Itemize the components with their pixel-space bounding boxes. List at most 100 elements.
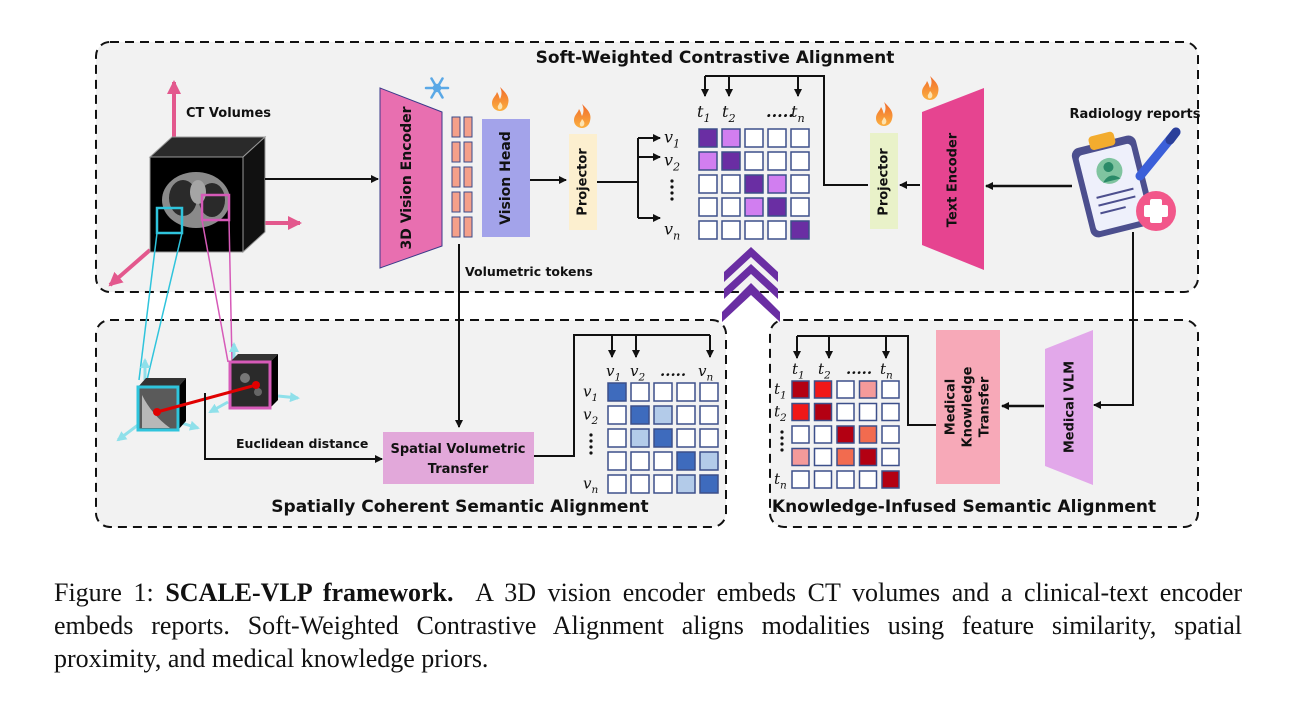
matrix-cell xyxy=(630,451,650,471)
matrix-cell xyxy=(699,428,719,448)
text-projector-label: Projector xyxy=(877,148,892,216)
ellipsis-dot xyxy=(670,185,674,189)
medical-vlm-block: Medical VLM xyxy=(1045,330,1093,485)
matrix-axis-label: t1 xyxy=(792,360,805,382)
matrix-axis-label: vn xyxy=(583,475,598,497)
matrix-axis-label: v2 xyxy=(630,362,645,384)
volumetric-token xyxy=(463,141,473,163)
spatial-transfer-label-line2: Transfer xyxy=(428,462,489,477)
matrix-cell xyxy=(791,402,810,422)
matrix-cell xyxy=(699,451,719,471)
matrix-cell xyxy=(676,451,696,471)
matrix-cell xyxy=(630,405,650,425)
matrix-cell xyxy=(607,382,627,402)
matrix-cell xyxy=(858,447,878,467)
matrix-cell xyxy=(858,402,878,422)
matrix-cell xyxy=(653,451,673,471)
vision-projector-block: Projector xyxy=(569,134,597,230)
matrix-cell xyxy=(698,220,718,240)
matrix-cell xyxy=(836,447,855,467)
matrix-cell xyxy=(881,402,900,422)
matrix-cell xyxy=(744,220,764,240)
matrix-axis-label: t2 xyxy=(774,402,787,424)
matrix-cell xyxy=(744,151,764,171)
matrix-cell xyxy=(858,425,878,444)
matrix-cell xyxy=(813,402,833,422)
matrix-cell xyxy=(813,425,833,444)
caption-bold-title: SCALE-VLP framework. xyxy=(165,578,454,607)
volumetric-token xyxy=(463,191,473,213)
matrix-cell xyxy=(699,405,719,425)
text-encoder-block: Text Encoder xyxy=(922,88,984,270)
ellipsis-dot xyxy=(589,451,593,455)
pen-icon xyxy=(1135,127,1181,181)
spatial-transfer-label-line1: Spatial Volumetric xyxy=(390,442,525,457)
matrix-cell xyxy=(699,382,719,402)
caption-text: A 3D vision encoder embeds CT volumes an… xyxy=(54,578,1243,673)
volumetric-token xyxy=(451,191,461,213)
matrix-cell xyxy=(630,382,650,402)
matrix-cell xyxy=(836,470,855,489)
ellipsis-dot xyxy=(670,191,674,195)
volumetric-token xyxy=(451,141,461,163)
volumetric-token xyxy=(451,216,461,238)
ellipsis-dot xyxy=(589,445,593,449)
matrix-cell xyxy=(767,128,787,148)
arrow-distance-to-transfer xyxy=(204,393,380,460)
matrix-cell xyxy=(767,197,787,217)
vision-projector-label: Projector xyxy=(576,148,591,216)
matrix-cell xyxy=(790,197,810,217)
matrix-cell xyxy=(676,428,696,448)
matrix-cell xyxy=(836,380,855,399)
euclidean-distance-label: Euclidean distance xyxy=(236,436,368,451)
text-encoder-label: Text Encoder xyxy=(946,132,961,227)
matrix-axis-label: v1 xyxy=(583,383,598,405)
matrix-cell xyxy=(698,174,718,194)
ellipsis-dot xyxy=(589,433,593,437)
ellipsis-dot xyxy=(670,197,674,201)
matrix-cell xyxy=(653,474,673,494)
medical-knowledge-transfer-block: Medical Knowledge Transfer xyxy=(936,330,1000,484)
matrix-cell xyxy=(653,382,673,402)
matrix-cell xyxy=(630,474,650,494)
knowledge-transfer-label-line1: Medical xyxy=(944,379,959,435)
knowledge-matrix-connectors xyxy=(793,335,936,426)
ct-volumes-label: CT Volumes xyxy=(186,106,271,121)
medical-vlm-label: Medical VLM xyxy=(1063,361,1078,453)
matrix-cell xyxy=(676,382,696,402)
panel-title-knowledge: Knowledge-Infused Semantic Alignment xyxy=(772,497,1156,517)
matrix-cell xyxy=(676,474,696,494)
matrix-axis-label: tn xyxy=(774,470,787,492)
matrix-cell xyxy=(767,151,787,171)
matrix-cell xyxy=(721,197,741,217)
matrix-cell xyxy=(791,447,810,467)
matrix-cell xyxy=(790,174,810,194)
matrix-cell xyxy=(881,380,900,399)
vision-head-block: Vision Head xyxy=(482,119,530,237)
matrix-cell xyxy=(698,128,718,148)
matrix-cell xyxy=(698,151,718,171)
matrix-cell xyxy=(858,380,878,399)
knowledge-transfer-label-line2: Knowledge xyxy=(961,366,976,447)
matrix-cell xyxy=(790,128,810,148)
panel-title-contrastive: Soft-Weighted Contrastive Alignment xyxy=(536,48,895,68)
volumetric-tokens xyxy=(451,116,473,238)
text-projector-block: Projector xyxy=(870,133,898,229)
matrix-axis-label: vn xyxy=(664,220,680,243)
euclidean-distance-line xyxy=(153,381,260,416)
ellipsis-dot xyxy=(670,179,674,183)
spatial-matrix-connectors xyxy=(534,334,714,457)
matrix-cell xyxy=(721,174,741,194)
matrix-axis-label: v1 xyxy=(664,128,680,151)
matrix-axis-label: v1 xyxy=(606,362,621,384)
volumetric-tokens-label: Volumetric tokens xyxy=(465,264,593,279)
knowledge-transfer-label-line3: Transfer xyxy=(978,376,993,437)
matrix-cell xyxy=(791,425,810,444)
ct-volume-cube: CT Volumes xyxy=(108,80,302,287)
matrix-cell xyxy=(744,197,764,217)
vision-head-label: Vision Head xyxy=(498,131,514,225)
matrix-cell xyxy=(881,447,900,467)
volumetric-token xyxy=(451,166,461,188)
ellipsis-dot xyxy=(780,448,784,452)
